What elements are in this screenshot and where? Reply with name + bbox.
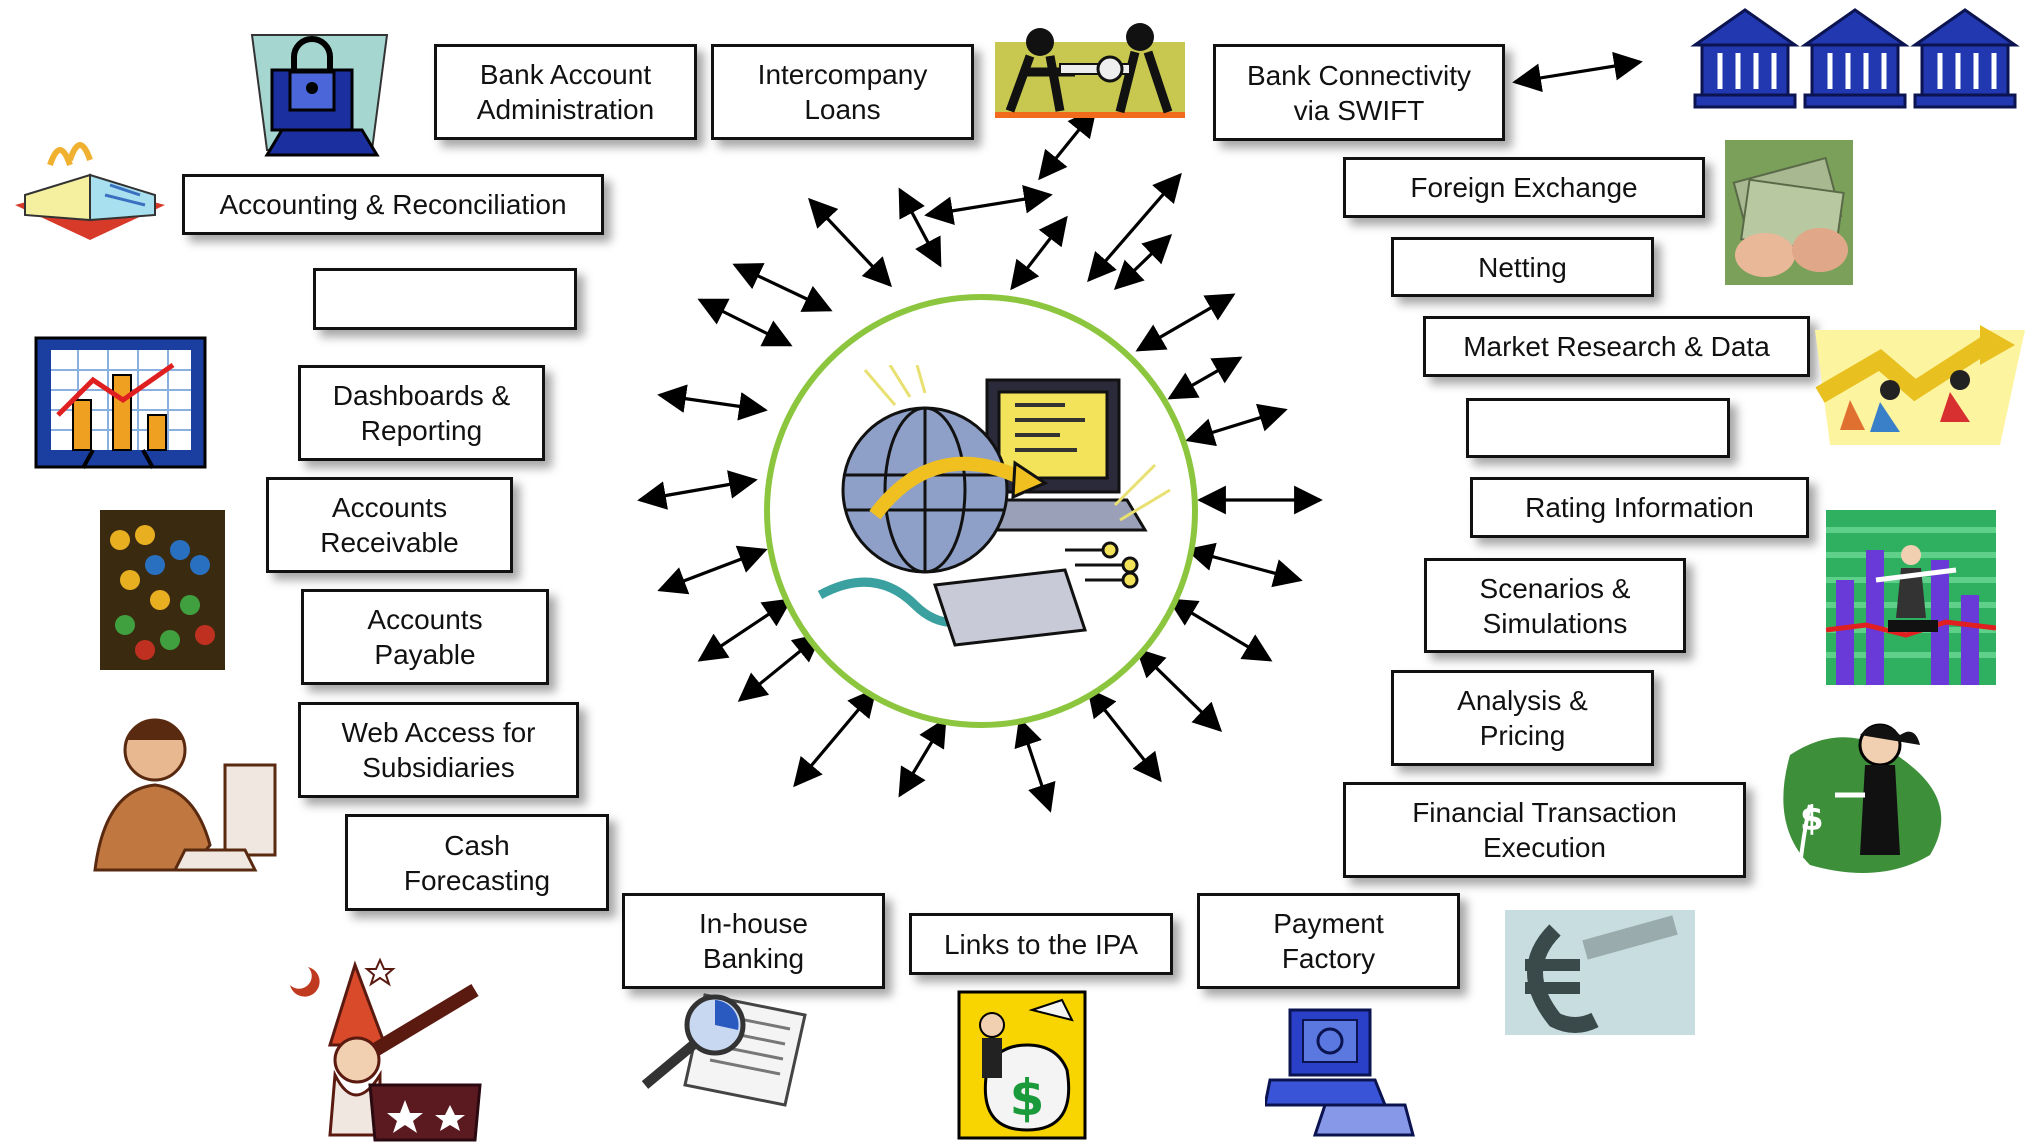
hub-left-arrow-6 <box>697 298 793 347</box>
cash-forecasting-box: Cash Forecasting <box>345 814 609 911</box>
hub-right-arrow-5 <box>1185 542 1303 588</box>
cash-in-hands-icon <box>1725 140 1853 285</box>
bank-building-icon <box>1690 8 2020 109</box>
hub-down-arrow-3 <box>898 717 947 798</box>
computer-terminal-icon <box>1265 1008 1415 1137</box>
wizard-telescope-icon <box>290 957 482 1142</box>
hub-left-arrow-4 <box>637 470 758 510</box>
hub-left-arrow-7 <box>732 263 833 312</box>
hub-upright-arrow-2 <box>1087 172 1182 283</box>
accounts-receivable-box: Accounts Receivable <box>266 477 513 573</box>
blank-box-left <box>313 268 577 330</box>
rating-information-box: Rating Information <box>1470 477 1809 538</box>
payment-factory-box: Payment Factory <box>1197 893 1460 989</box>
svg-text:$: $ <box>1800 799 1824 839</box>
hub-up-arrow-1 <box>1010 215 1068 291</box>
market-research-data-box: Market Research & Data <box>1423 316 1810 377</box>
abacus-icon <box>100 510 225 670</box>
swift-banks-arrow <box>1512 51 1643 93</box>
hub-right-arrow-2 <box>1167 356 1243 400</box>
growth-arrow-people-icon <box>1815 325 2025 445</box>
hub-up-arrow-2 <box>1038 107 1097 181</box>
globe-computer-icon <box>817 365 1171 647</box>
padlock-computer-icon <box>250 34 389 157</box>
money-bag-icon: $ <box>957 990 1087 1140</box>
hub-down-arrow-1 <box>1087 687 1162 783</box>
hub-upright-arrow-1 <box>1113 234 1173 290</box>
hub-left-arrow-3 <box>657 545 768 595</box>
trend-chart-icon <box>1826 510 1996 685</box>
hub-right-arrow-3 <box>1185 403 1288 447</box>
hub-upleft-arrow-2 <box>898 187 942 268</box>
svg-text:$: $ <box>1010 1069 1045 1127</box>
hub-left-arrow-2 <box>697 598 793 662</box>
financial-transaction-execution-box: Financial Transaction Execution <box>1343 782 1746 878</box>
hub-right-arrow-7 <box>1135 647 1223 733</box>
scenarios-simulations-box: Scenarios & Simulations <box>1424 558 1686 653</box>
bar-chart-board-icon <box>34 336 207 469</box>
dashboards-reporting-box: Dashboards & Reporting <box>298 365 545 461</box>
foreign-exchange-box: Foreign Exchange <box>1343 157 1705 218</box>
hub-left-arrow-1 <box>737 633 823 702</box>
in-house-banking-box: In-house Banking <box>622 893 885 989</box>
euro-sign-icon <box>1505 910 1695 1035</box>
hub-right-arrow-6 <box>1167 598 1273 662</box>
hub-down-arrow-4 <box>793 687 877 788</box>
hub-upleft-arrow-1 <box>808 197 892 288</box>
hub-down-arrow-2 <box>1014 717 1056 813</box>
magnifier-document-icon <box>641 993 807 1107</box>
key-carriers-icon <box>995 23 1185 118</box>
office-worker-icon <box>93 718 277 872</box>
analysis-pricing-box: Analysis & Pricing <box>1391 670 1654 766</box>
open-book-icon <box>15 142 165 240</box>
links-to-ipa-box: Links to the IPA <box>909 913 1173 975</box>
intercompany-arrow-left <box>924 184 1053 226</box>
hub-right-arrow-1 <box>1135 293 1236 352</box>
bank-account-administration-box: Bank Account Administration <box>434 44 697 140</box>
blank-box-right <box>1466 398 1730 458</box>
accounts-payable-box: Accounts Payable <box>301 589 549 685</box>
web-access-subsidiaries-box: Web Access for Subsidiaries <box>298 702 579 798</box>
netting-box: Netting <box>1391 237 1654 297</box>
hub-left-arrow-5 <box>657 384 768 421</box>
intercompany-loans-box: Intercompany Loans <box>711 44 974 140</box>
bank-connectivity-swift-box: Bank Connectivity via SWIFT <box>1213 44 1505 141</box>
accounting-reconciliation-box: Accounting & Reconciliation <box>182 174 604 235</box>
money-plant-icon: $ <box>1783 723 1942 873</box>
